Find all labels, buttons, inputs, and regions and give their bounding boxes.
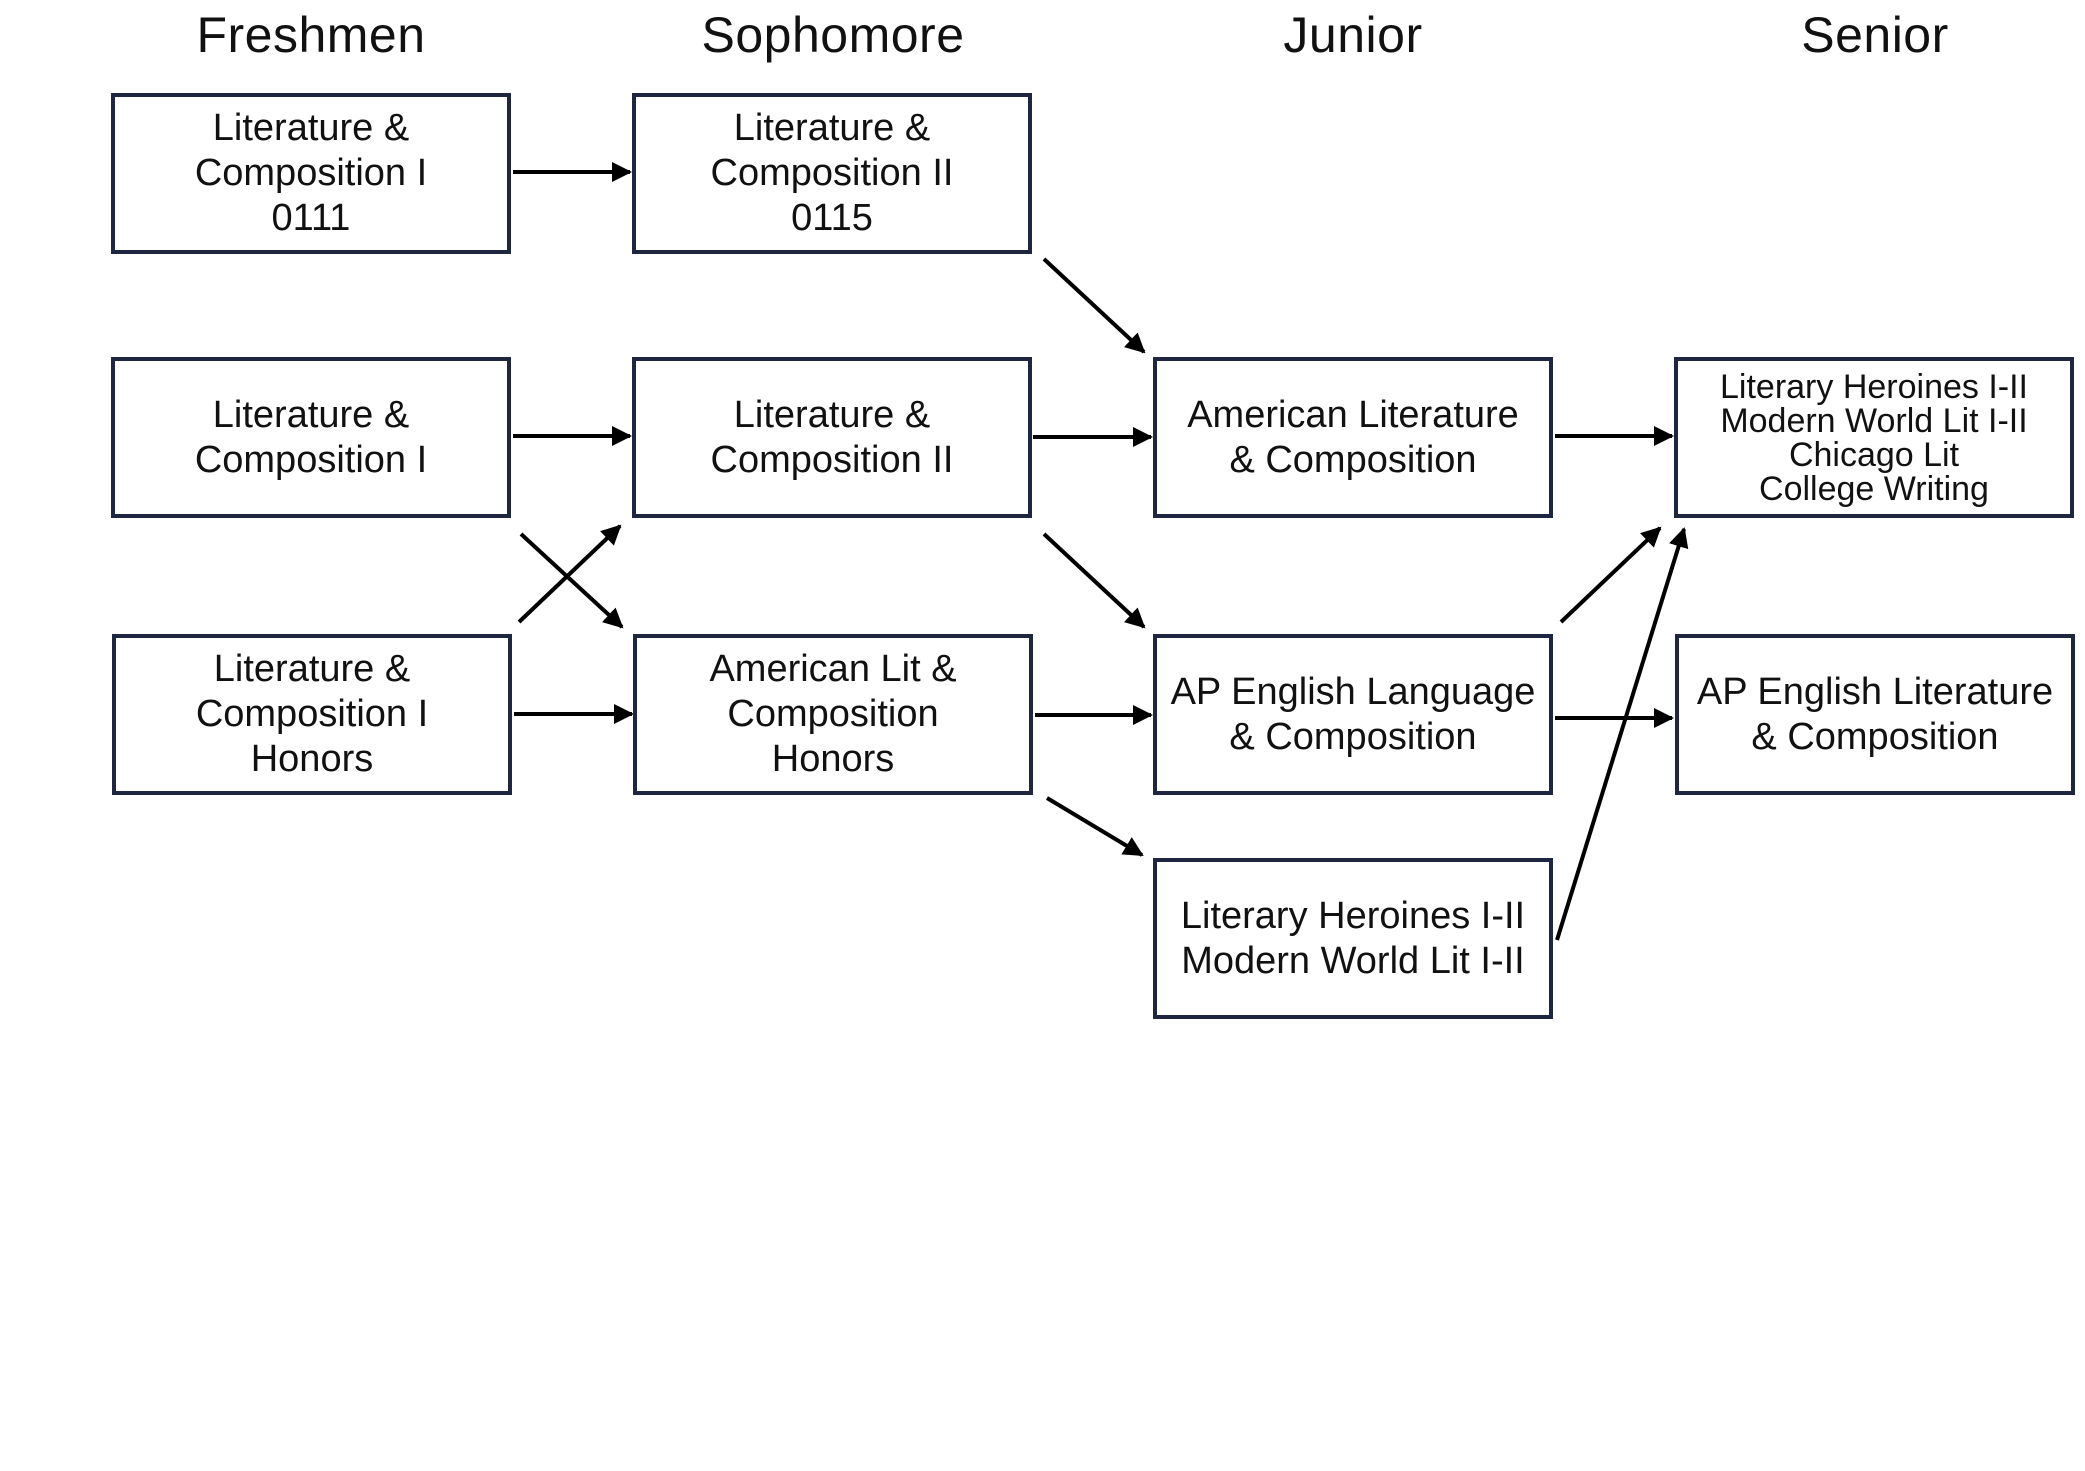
node-junior-ap-english-language: AP English Language & Composition — [1153, 634, 1553, 795]
node-label: AP English Language & Composition — [1170, 670, 1536, 758]
node-freshman-lit-comp-1-honors: Literature & Composition I Honors — [112, 634, 512, 795]
arrow-jr_ap_language-to-sr_electives — [1559, 526, 1662, 624]
node-label: Literature & Composition II — [710, 393, 954, 481]
node-label: Literature & Composition I 0111 — [194, 107, 428, 239]
column-header-senior: Senior — [1801, 7, 1949, 63]
node-label: AP English Literature & Composition — [1696, 670, 2054, 758]
node-senior-electives: Literary Heroines I-II Modern World Lit … — [1674, 357, 2074, 518]
arrow-so_lc2_0115-to-jr_american — [1042, 257, 1146, 354]
node-sophomore-lit-comp-2-0115: Literature & Composition II 0115 — [632, 93, 1032, 254]
node-label: Literary Heroines I-II Modern World Lit … — [1720, 367, 2028, 508]
arrow-fr_lc1-to-so_american_honors — [519, 532, 624, 629]
node-label: American Literature & Composition — [1187, 393, 1519, 481]
arrow-jr_heroines_world-to-sr_electives — [1555, 527, 1689, 941]
column-header-sophomore: Sophomore — [701, 7, 965, 63]
node-label: Literary Heroines I-II Modern World Lit … — [1180, 894, 1526, 982]
arrow-so_lc2-to-jr_ap_language — [1042, 532, 1146, 629]
node-freshman-lit-comp-1-0111: Literature & Composition I 0111 — [111, 93, 511, 254]
node-sophomore-american-lit-honors: American Lit & Composition Honors — [633, 634, 1033, 795]
node-freshman-lit-comp-1: Literature & Composition I — [111, 357, 511, 518]
node-label: Literature & Composition II 0115 — [710, 107, 954, 239]
node-label: Literature & Composition I — [194, 393, 428, 481]
column-header-freshmen: Freshmen — [196, 7, 426, 63]
column-header-junior: Junior — [1283, 7, 1423, 63]
node-label: American Lit & Composition Honors — [709, 648, 957, 780]
arrow-so_american_honors-to-jr_heroines_world — [1045, 796, 1144, 857]
arrow-fr_lc1_honors-to-so_lc2 — [517, 524, 622, 624]
node-sophomore-lit-comp-2: Literature & Composition II — [632, 357, 1032, 518]
node-junior-american-lit-comp: American Literature & Composition — [1153, 357, 1553, 518]
node-junior-heroines-world-lit: Literary Heroines I-II Modern World Lit … — [1153, 858, 1553, 1019]
node-senior-ap-english-literature: AP English Literature & Composition — [1675, 634, 2075, 795]
node-label: Literature & Composition I Honors — [195, 648, 429, 780]
